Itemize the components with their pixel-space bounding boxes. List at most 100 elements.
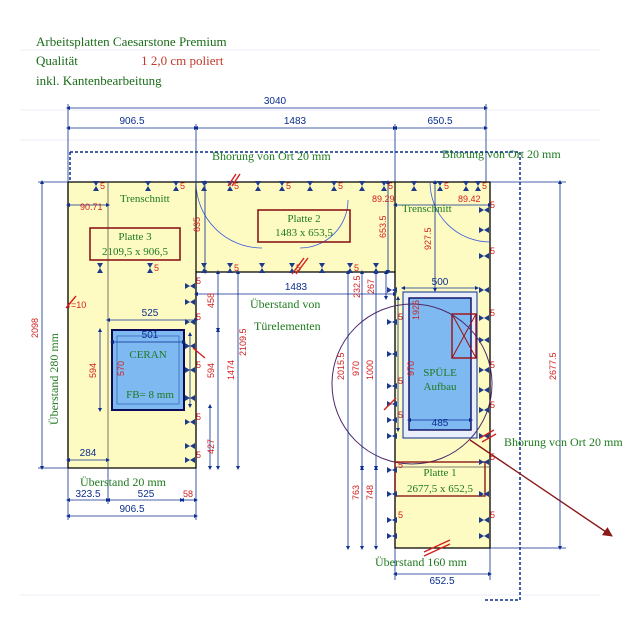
bracket-tick-label: 5 bbox=[100, 181, 105, 191]
bracket-marker bbox=[479, 207, 489, 213]
platte-2-name: Platte 2 bbox=[287, 213, 320, 225]
platte-3-box bbox=[89, 227, 181, 261]
label-ueberstand-20: Überstand 20 mm bbox=[80, 475, 167, 489]
ceran-fb-label: FB= 8 mm bbox=[126, 389, 174, 401]
bracket-marker bbox=[387, 533, 397, 539]
dim-1483-mid: 1483 bbox=[285, 282, 308, 293]
bracket-marker bbox=[387, 467, 397, 473]
label-ueberstand-tuer-2: Türelementen bbox=[254, 319, 321, 333]
dim-594-left: 594 bbox=[88, 363, 98, 378]
bracket-marker bbox=[463, 181, 469, 191]
bracket-tick-label: 5 bbox=[398, 460, 403, 470]
bracket-tick-label: 5 bbox=[338, 181, 343, 191]
bracket-marker bbox=[387, 351, 397, 357]
bracket-tick-label: 5 bbox=[286, 181, 291, 191]
bracket-marker bbox=[479, 253, 489, 259]
bracket-marker bbox=[93, 181, 99, 191]
bracket-marker bbox=[387, 383, 397, 389]
dim-458: 458 bbox=[206, 293, 216, 308]
cut-marks bbox=[65, 173, 497, 557]
dim-485: 485 bbox=[432, 418, 449, 429]
dim-1926: 1926 bbox=[411, 300, 421, 320]
bracket-tick-label: 5 bbox=[398, 312, 403, 322]
bracket-marker bbox=[387, 491, 397, 497]
dim-top-left: 906.5 bbox=[119, 116, 144, 127]
bracket-tick-label: 5 bbox=[482, 181, 487, 191]
bracket-marker bbox=[185, 319, 195, 325]
header-quality-value: 1 2,0 cm poliert bbox=[141, 53, 224, 68]
dim-927-5: 927.5 bbox=[423, 227, 433, 250]
bracket-marker bbox=[227, 181, 233, 191]
ceran-label: CERAN bbox=[129, 349, 166, 361]
bracket-marker bbox=[331, 181, 337, 191]
bracket-tick-label: 5 bbox=[234, 263, 239, 273]
dim-232-5: 232.5 bbox=[352, 275, 362, 298]
dim-763: 763 bbox=[351, 485, 361, 500]
dim-top-right: 650.5 bbox=[427, 116, 452, 127]
dim-90-71: 90.71 bbox=[80, 202, 103, 212]
bracket-marker bbox=[387, 417, 397, 423]
platte-2-size: 1483 x 653,5 bbox=[275, 227, 333, 239]
bracket-tick-label: 5 bbox=[180, 181, 185, 191]
bracket-marker bbox=[387, 287, 397, 293]
dim-total-width: 3040 bbox=[264, 96, 287, 107]
bracket-marker bbox=[373, 263, 379, 273]
label-ueberstand-tuer-1: Überstand von bbox=[250, 297, 320, 311]
bracket-marker bbox=[479, 287, 489, 293]
bracket-marker bbox=[185, 367, 195, 373]
platte-1-name: Platte 1 bbox=[423, 467, 456, 479]
bracket-marker bbox=[387, 433, 397, 439]
dim-top-middle: 1483 bbox=[284, 116, 307, 127]
dim-906-5-bottom: 906.5 bbox=[119, 504, 144, 515]
bracket-tick-label: 5 bbox=[296, 263, 301, 273]
bracket-tick-label: 5 bbox=[398, 410, 403, 420]
header-line-1: Arbeitsplatten Caesarstone Premium bbox=[36, 34, 227, 49]
bracket-marker bbox=[259, 263, 265, 273]
dim-1474: 1474 bbox=[226, 360, 236, 380]
bracket-marker bbox=[479, 459, 489, 465]
bracket-marker bbox=[147, 263, 153, 273]
label-bohrung-bottom: Bhorung von Ort 20 mm bbox=[504, 435, 623, 449]
dim-2098: 2098 bbox=[30, 318, 40, 338]
bracket-tick-label: 5 bbox=[490, 360, 495, 370]
bracket-tick-label: 5 bbox=[490, 452, 495, 462]
bracket-marker bbox=[255, 181, 261, 191]
bracket-tick-label: 5 bbox=[234, 181, 239, 191]
bracket-marker bbox=[173, 181, 179, 191]
bracket-marker bbox=[201, 263, 207, 273]
dim-748: 748 bbox=[365, 485, 375, 500]
platte-2-box bbox=[257, 209, 351, 243]
bracket-marker bbox=[185, 443, 195, 449]
header-quality-label: Qualität bbox=[36, 53, 78, 68]
bracket-tick-label: 5 bbox=[354, 263, 359, 273]
bracket-tick-label: 5 bbox=[490, 308, 495, 318]
platte-1-box bbox=[394, 461, 486, 497]
bracket-marker bbox=[479, 517, 489, 523]
bracket-marker bbox=[387, 319, 397, 325]
bracket-marker bbox=[387, 517, 397, 523]
bracket-marker bbox=[381, 181, 387, 191]
label-bohrung-right: Bhorung von Ort 20 mm bbox=[442, 147, 561, 161]
dim-594-right: 594 bbox=[206, 363, 216, 378]
swing-arc-mid bbox=[299, 199, 349, 249]
dim-2109-5: 2109.5 bbox=[238, 328, 248, 356]
dim-323-5: 323.5 bbox=[75, 489, 100, 500]
dim-267: 267 bbox=[366, 279, 376, 294]
bracket-marker bbox=[185, 457, 195, 463]
bracket-tick-label: 5 bbox=[398, 510, 403, 520]
bracket-tick-label: 5 bbox=[490, 246, 495, 256]
sink-label: SPÜLE bbox=[423, 367, 457, 379]
dim-500: 500 bbox=[432, 277, 449, 288]
bracket-marker bbox=[411, 181, 417, 191]
platte-1-size: 2677,5 x 652,5 bbox=[407, 483, 474, 495]
dim-570: 570 bbox=[116, 361, 126, 376]
dim-1000: 1000 bbox=[365, 360, 375, 380]
bracket-tick-label: 5 bbox=[444, 181, 449, 191]
swing-arc-left bbox=[195, 181, 263, 249]
bracket-marker bbox=[347, 263, 353, 273]
dim-89-29: 89.29 bbox=[372, 194, 395, 204]
swing-arc-right bbox=[429, 181, 491, 243]
label-trenschnitt-right: Trenschnitt bbox=[402, 203, 452, 215]
bracket-tick-label: 5 bbox=[196, 450, 201, 460]
